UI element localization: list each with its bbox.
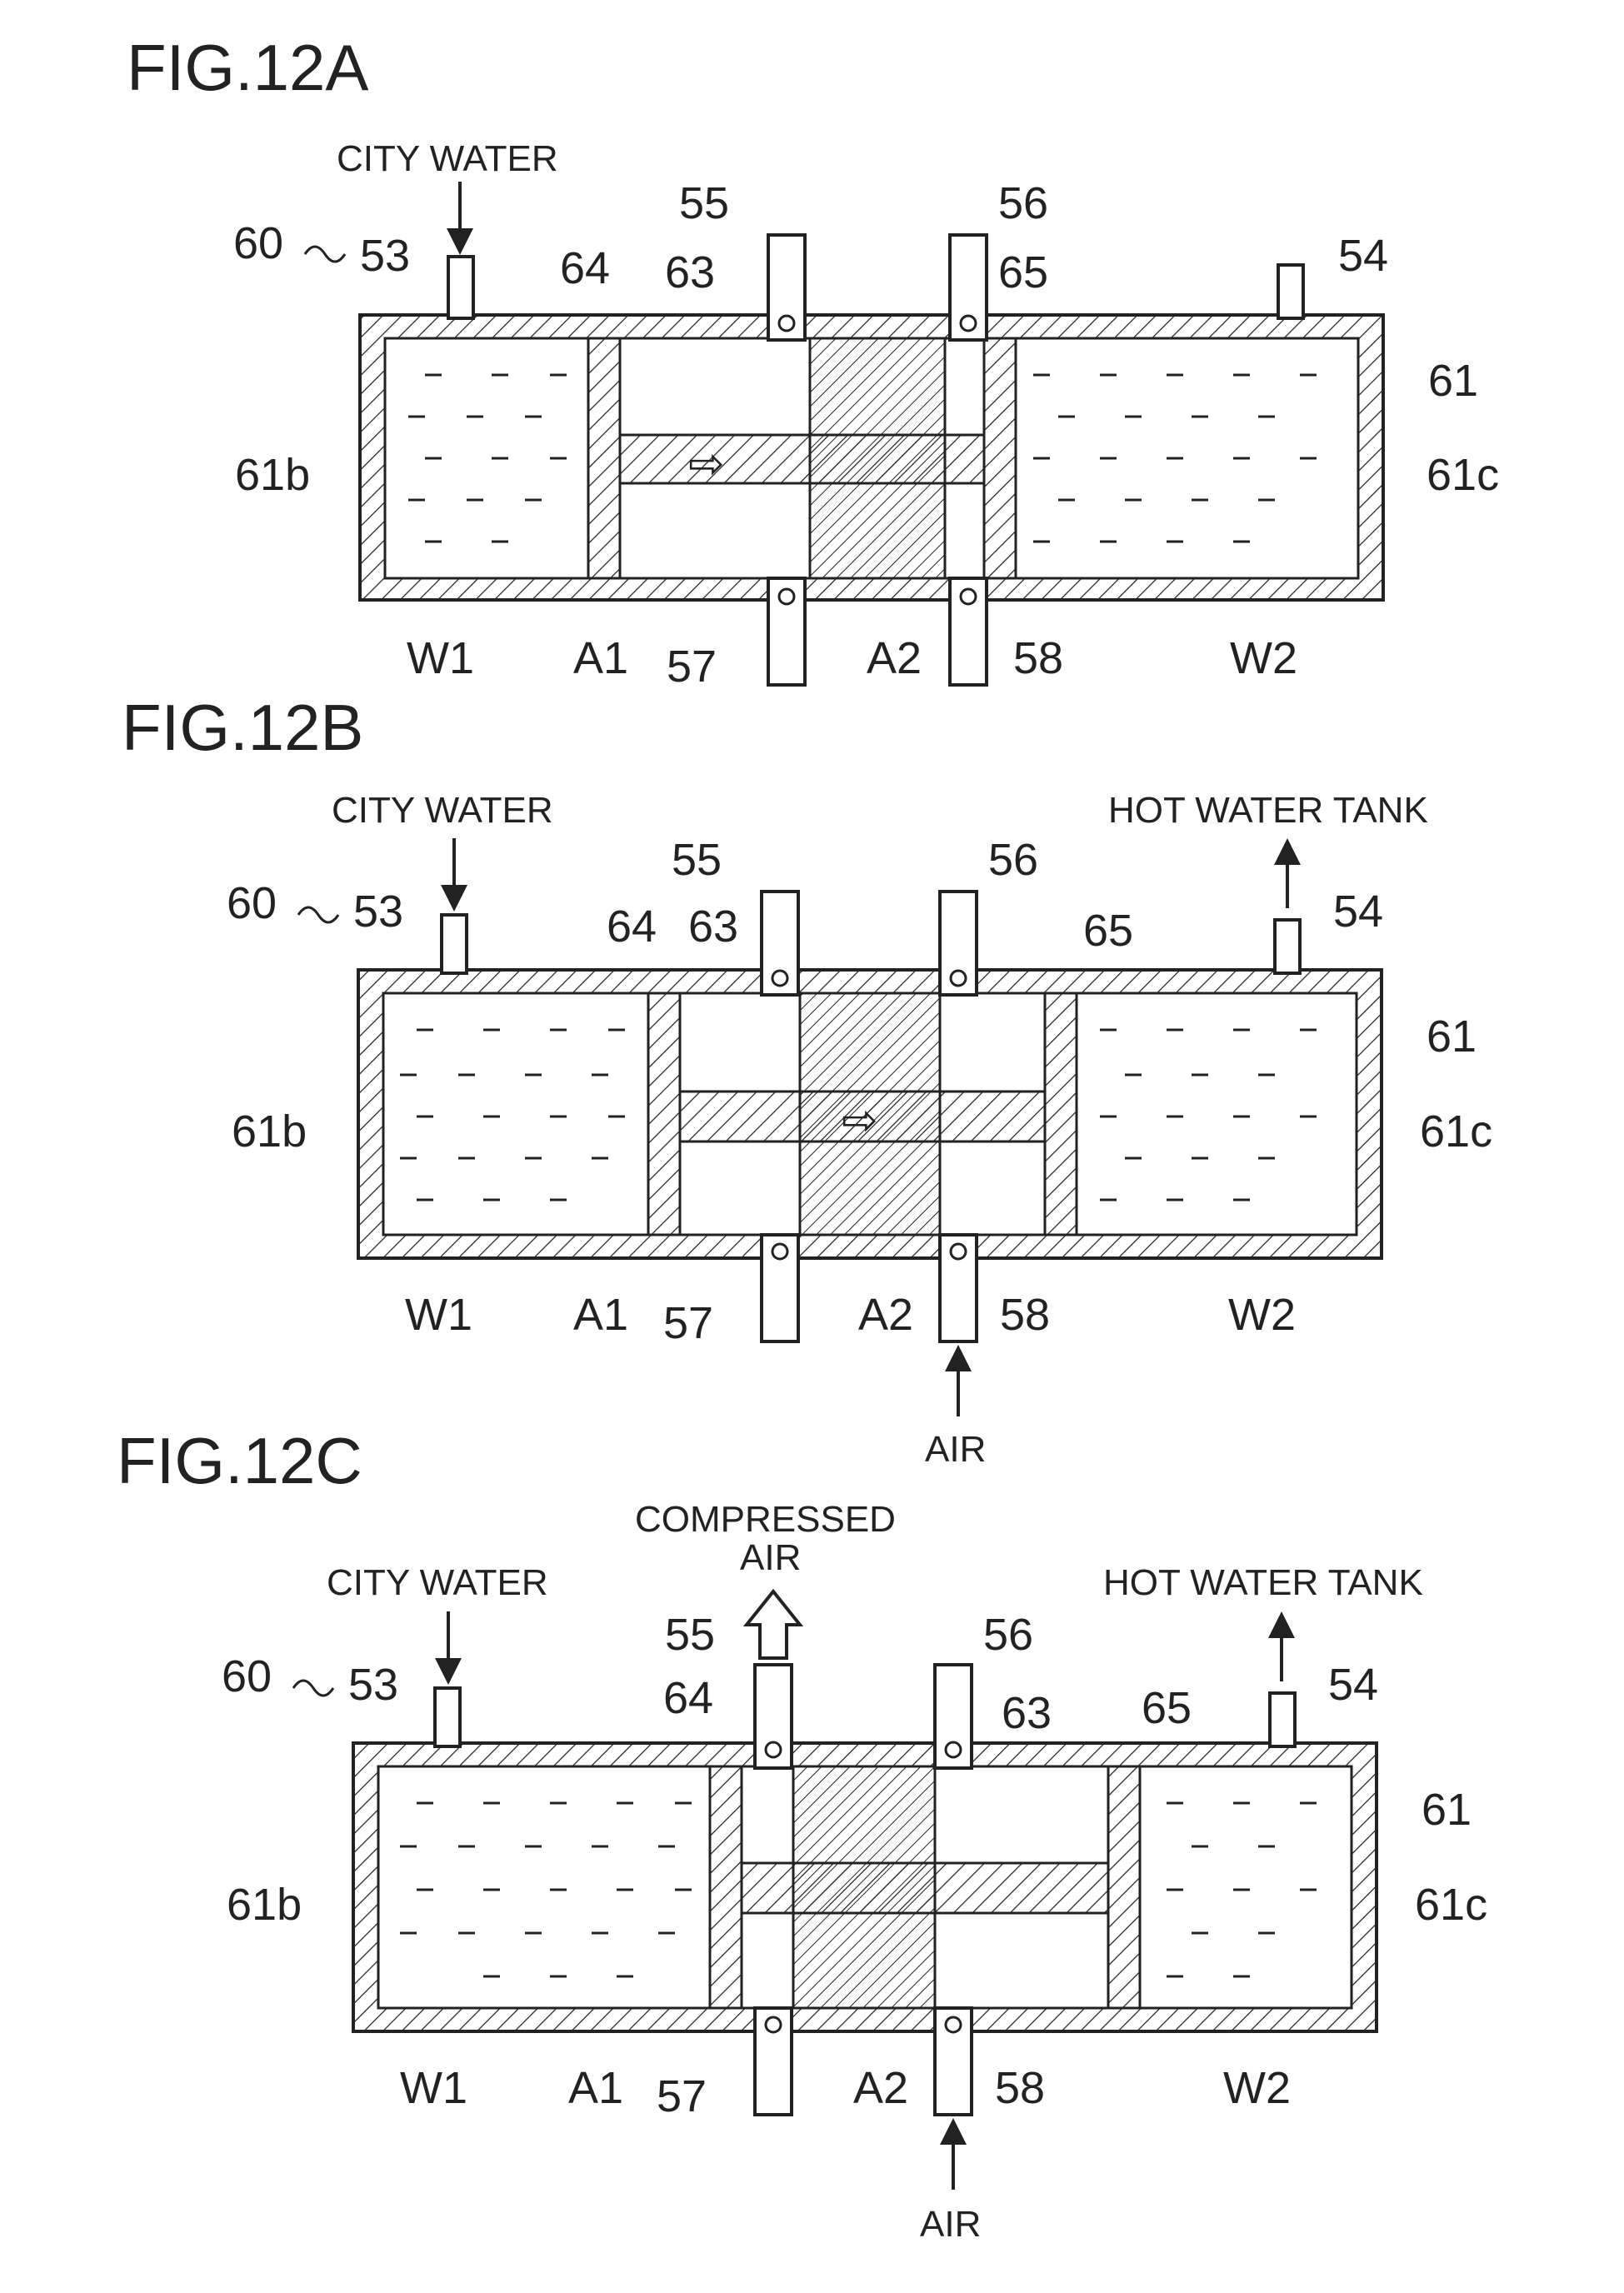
- pipe-56: [940, 892, 977, 995]
- pipe-55: [755, 1665, 792, 1768]
- figure-12a: FIG.12A ⇨: [127, 31, 1499, 692]
- figure-title: FIG.12A: [127, 31, 368, 104]
- label-61: 61: [1428, 356, 1478, 406]
- figure-title: FIG.12B: [122, 691, 363, 764]
- caption-compressed-air: AIR: [740, 1537, 801, 1578]
- pipe-57: [768, 578, 805, 685]
- label-A2: A2: [858, 1290, 913, 1340]
- label-W2: W2: [1230, 633, 1297, 683]
- label-57: 57: [657, 2071, 707, 2121]
- label-W1: W1: [407, 633, 474, 683]
- pipe-54-outlet: [1270, 1693, 1295, 1746]
- pipe-55: [768, 235, 805, 340]
- label-61: 61: [1427, 1012, 1477, 1062]
- label-65: 65: [1083, 906, 1133, 956]
- pipe-56: [950, 235, 987, 340]
- label-A2: A2: [867, 633, 922, 683]
- label-W1: W1: [405, 1290, 472, 1340]
- label-A1: A1: [573, 633, 628, 683]
- label-64: 64: [607, 902, 657, 952]
- hollow-arrow-up-icon: [747, 1591, 800, 1658]
- label-53: 53: [348, 1660, 398, 1710]
- piston-plate-left: [648, 993, 680, 1235]
- caption-hot-water-tank: HOT WATER TANK: [1108, 790, 1428, 831]
- figure-12b: FIG.12B ⇨: [122, 691, 1492, 1470]
- piston-plate-right: [1045, 993, 1077, 1235]
- label-56: 56: [998, 178, 1048, 228]
- label-A1: A1: [573, 1290, 628, 1340]
- piston-plate-left: [588, 338, 620, 578]
- label-60: 60: [227, 878, 277, 928]
- piston-plate-left: [710, 1766, 742, 2008]
- label-56: 56: [983, 1610, 1033, 1660]
- pipe-54-outlet: [1275, 920, 1300, 973]
- label-54: 54: [1328, 1660, 1378, 1710]
- piston-plate-right: [984, 338, 1016, 578]
- caption-city-water: CITY WATER: [337, 138, 558, 179]
- label-61b: 61b: [235, 450, 310, 500]
- caption-air: AIR: [920, 2204, 981, 2245]
- figure-12c: FIG.12C: [117, 1424, 1487, 2245]
- label-61b: 61b: [227, 1880, 302, 1930]
- label-54: 54: [1333, 887, 1383, 937]
- pipe-57: [755, 2008, 792, 2115]
- label-55: 55: [665, 1610, 715, 1660]
- pipe-53-inlet: [442, 915, 467, 973]
- label-63: 63: [688, 902, 738, 952]
- caption-compressed: COMPRESSED: [635, 1499, 896, 1540]
- pipe-53-inlet: [435, 1688, 460, 1746]
- label-64: 64: [560, 243, 610, 293]
- caption-city-water: CITY WATER: [327, 1562, 548, 1603]
- figure-title: FIG.12C: [117, 1424, 362, 1497]
- pipe-55: [762, 892, 798, 995]
- label-65: 65: [1142, 1683, 1192, 1733]
- piston-rod: [620, 435, 984, 483]
- pipe-58: [950, 578, 987, 685]
- label-55: 55: [679, 178, 729, 228]
- motion-arrow-icon: ⇨: [842, 1097, 878, 1145]
- label-W1: W1: [400, 2063, 467, 2113]
- label-57: 57: [667, 642, 717, 692]
- motion-arrow-icon: ⇨: [688, 440, 725, 488]
- label-61c: 61c: [1427, 450, 1499, 500]
- pipe-58: [940, 1235, 977, 1341]
- label-63: 63: [665, 247, 715, 297]
- label-53: 53: [360, 231, 410, 281]
- piston-plate-right: [1108, 1766, 1140, 2008]
- label-65: 65: [998, 247, 1048, 297]
- label-58: 58: [1000, 1290, 1050, 1340]
- pipe-53-inlet: [448, 257, 473, 318]
- caption-hot-water-tank: HOT WATER TANK: [1103, 1562, 1423, 1603]
- label-53: 53: [353, 887, 403, 937]
- label-A1: A1: [568, 2063, 623, 2113]
- label-56: 56: [988, 835, 1038, 885]
- label-54: 54: [1338, 231, 1388, 281]
- label-A2: A2: [853, 2063, 908, 2113]
- label-W2: W2: [1228, 1290, 1296, 1340]
- label-57: 57: [663, 1298, 713, 1348]
- label-55: 55: [672, 835, 722, 885]
- label-58: 58: [995, 2063, 1045, 2113]
- piston-rod: [742, 1863, 1108, 1913]
- pipe-58: [935, 2008, 972, 2115]
- label-61c: 61c: [1420, 1107, 1492, 1156]
- label-63: 63: [1002, 1688, 1052, 1738]
- pipe-57: [762, 1235, 798, 1341]
- pipe-56: [935, 1665, 972, 1768]
- label-60: 60: [222, 1651, 272, 1701]
- label-61c: 61c: [1415, 1880, 1487, 1930]
- label-W2: W2: [1223, 2063, 1291, 2113]
- label-61b: 61b: [232, 1107, 307, 1156]
- label-61: 61: [1422, 1785, 1472, 1835]
- pipe-54-outlet: [1278, 265, 1303, 318]
- label-60: 60: [233, 218, 283, 268]
- caption-air: AIR: [925, 1429, 986, 1470]
- label-64: 64: [663, 1673, 713, 1723]
- caption-city-water: CITY WATER: [332, 790, 553, 831]
- label-58: 58: [1013, 633, 1063, 683]
